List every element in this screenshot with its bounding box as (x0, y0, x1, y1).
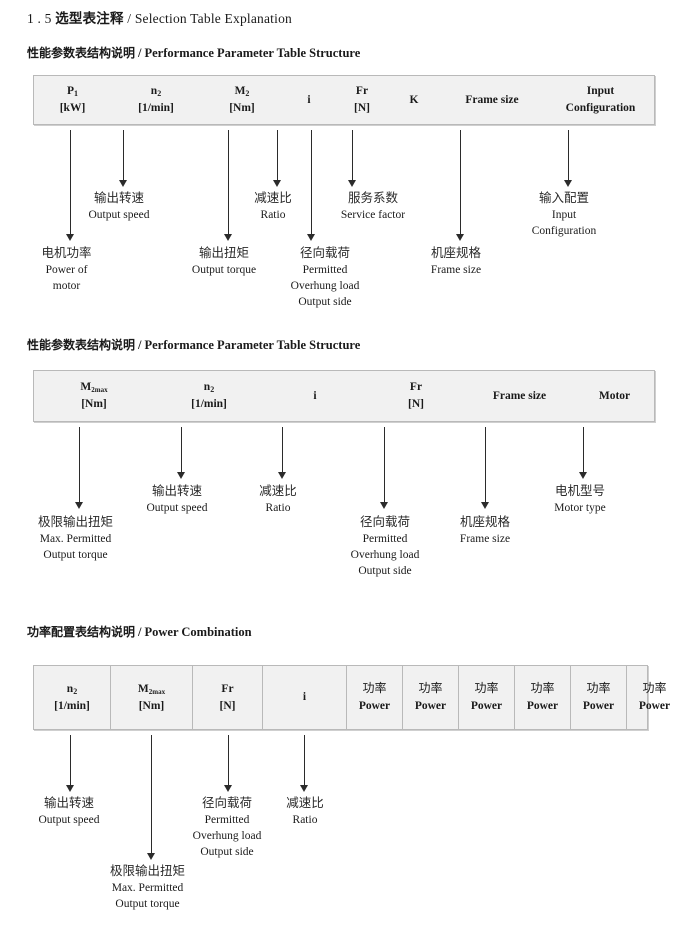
annotation-input-configuration-1: 输入配置 Input Configuration (531, 190, 597, 238)
annotation-motor-type-2: 电机型号 Motor type (554, 483, 606, 514)
annotation-ratio-3: 减速比 Ratio (286, 795, 324, 826)
annotation-overhung-load-1: 径向载荷 Permitted Overhung load Output side (290, 245, 360, 309)
table2-col-motor: Motor (598, 389, 631, 402)
section-2-heading-en: Performance Parameter Table Structure (144, 338, 361, 352)
page-title-number: 1 . 5 (27, 11, 52, 26)
page-title-en: Selection Table Explanation (134, 11, 292, 26)
annotation-frame-size-1: 机座规格 Frame size (430, 245, 482, 276)
section-2-heading-cn: 性能参数表结构说明 (27, 338, 136, 352)
annotation-service-factor-1: 服务系数 Service factor (340, 190, 406, 221)
table3-col-power-4: 功率 Power (515, 666, 571, 729)
section-2-heading: 性能参数表结构说明 / Performance Parameter Table … (27, 336, 360, 353)
table3-col-fr: Fr [N] (193, 666, 263, 729)
section-2-heading-sep: / (138, 338, 142, 352)
arrow-to-permitted-overhung-load (307, 130, 316, 241)
section-3-heading-cn: 功率配置表结构说明 (27, 625, 136, 639)
annotation-overhung-load-3: 径向载荷 Permitted Overhung load Output side (192, 795, 262, 859)
table1-col-p1: P1 [kW] (59, 85, 86, 114)
table2-col-frame-size: Frame size (492, 389, 547, 402)
section-1-heading-sep: / (138, 46, 142, 60)
performance-parameter-table-1: P1 [kW] n2 [1/min] M2 [Nm] i Fr [N] K Fr… (33, 75, 655, 125)
table3-col-i: i (263, 666, 347, 729)
arrow-to-max-permitted-output-torque-3 (147, 735, 156, 860)
table3-col-power-3: 功率 Power (459, 666, 515, 729)
annotation-max-permitted-output-torque-3: 极限输出扭矩 Max. Permitted Output torque (109, 863, 185, 911)
page-title-cn: 选型表注释 (55, 11, 124, 27)
page-title-separator: / (127, 11, 132, 26)
arrow-to-input-configuration (564, 130, 573, 187)
page-title: 1 . 5 选型表注释 / Selection Table Explanatio… (27, 7, 292, 27)
arrow-to-power-of-motor (66, 130, 75, 241)
annotation-output-speed-1: 输出转速 Output speed (88, 190, 150, 221)
table2-col-n2: n2 [1/min] (191, 381, 227, 410)
annotation-output-torque-1: 输出扭矩 Output torque (191, 245, 257, 276)
arrow-to-output-speed-3 (66, 735, 75, 792)
arrow-to-permitted-overhung-load-2 (380, 427, 389, 509)
table1-col-frame-size: Frame size (465, 93, 519, 106)
annotation-output-speed-3: 输出转速 Output speed (38, 795, 100, 826)
table2-col-i: i (313, 389, 317, 402)
arrow-to-motor-type-2 (579, 427, 588, 479)
annotation-max-permitted-output-torque-2: 极限输出扭矩 Max. Permitted Output torque (37, 514, 113, 562)
section-3-heading-sep: / (138, 625, 142, 639)
arrow-to-frame-size (456, 130, 465, 241)
table1-col-i: i (307, 93, 311, 106)
annotation-frame-size-2: 机座规格 Frame size (459, 514, 511, 545)
table3-col-power-1: 功率 Power (347, 666, 403, 729)
table3-col-n2: n2 [1/min] (34, 666, 111, 729)
table3-col-power-5: 功率 Power (571, 666, 627, 729)
arrow-to-output-speed-2 (177, 427, 186, 479)
table2-col-fr: Fr [N] (408, 381, 424, 410)
arrow-to-frame-size-2 (481, 427, 490, 509)
annotation-output-speed-2: 输出转速 Output speed (146, 483, 208, 514)
annotation-ratio-2: 减速比 Ratio (259, 483, 297, 514)
arrow-to-ratio-2 (278, 427, 287, 479)
table1-col-input-configuration: Input Configuration (565, 85, 636, 114)
table3-col-m2max: M2max [Nm] (111, 666, 193, 729)
table3-col-power-6: 功率 Power (638, 681, 671, 712)
table2-col-m2max: M2max [Nm] (80, 381, 108, 410)
arrow-to-max-permitted-output-torque-2 (75, 427, 84, 509)
section-3-heading: 功率配置表结构说明 / Power Combination (27, 623, 252, 640)
arrow-to-permitted-overhung-load-3 (224, 735, 233, 792)
section-3-heading-en: Power Combination (144, 625, 252, 639)
arrow-to-output-torque (224, 130, 233, 241)
annotation-ratio-1: 减速比 Ratio (254, 190, 292, 221)
power-combination-table: n2 [1/min] M2max [Nm] Fr [N] i 功率 Power … (33, 665, 670, 730)
table1-col-n2: n2 [1/min] (138, 85, 174, 114)
section-1-heading-en: Performance Parameter Table Structure (144, 46, 361, 60)
table1-col-fr: Fr [N] (354, 85, 370, 114)
table1-col-m2: M2 [Nm] (229, 85, 255, 114)
table3-col-power-2: 功率 Power (403, 666, 459, 729)
arrow-to-ratio-3 (300, 735, 309, 792)
section-1-heading-cn: 性能参数表结构说明 (27, 46, 136, 60)
annotation-overhung-load-2: 径向载荷 Permitted Overhung load Output side (350, 514, 420, 578)
performance-parameter-table-2: M2max [Nm] n2 [1/min] i Fr [N] Frame siz… (33, 370, 655, 422)
section-1-heading: 性能参数表结构说明 / Performance Parameter Table … (27, 44, 360, 61)
arrow-to-service-factor (348, 130, 357, 187)
table1-col-k: K (409, 93, 419, 106)
annotation-power-of-motor-1: 电机功率 Power of motor (41, 245, 92, 293)
arrow-to-ratio (273, 130, 282, 187)
arrow-to-output-speed (119, 130, 128, 187)
